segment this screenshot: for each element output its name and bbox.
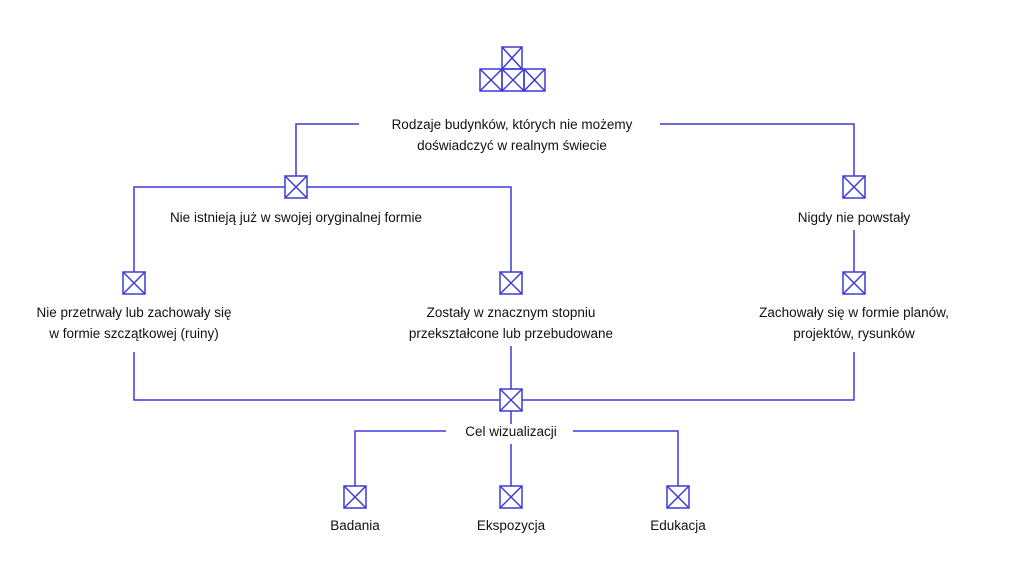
connector-lines — [133, 123, 855, 486]
node-icon-exhibition — [499, 485, 523, 509]
connector-root-right — [660, 123, 855, 176]
node-icon-ruins — [122, 271, 146, 295]
node-icon-never-built — [842, 175, 866, 199]
node-plans-line1: Zachowały się w formie planów, — [759, 305, 949, 320]
node-transformed-line2: przekształcone lub przebudowane — [408, 326, 614, 341]
node-never-built-label: Nigdy nie powstały — [797, 210, 911, 225]
node-icon-merge — [499, 388, 523, 412]
node-ruins-line1: Nie przetrwały lub zachowały się — [36, 305, 232, 320]
node-exhibition-label: Ekspozycja — [476, 518, 546, 533]
node-icon-education — [666, 485, 690, 509]
node-root-line1: Rodzaje budynków, których nie możemy — [391, 117, 633, 132]
node-icon-research — [343, 485, 367, 509]
connector-to-transformed — [307, 186, 512, 272]
node-ruins-label: Nie przetrwały lub zachowały się w formi… — [14, 302, 254, 344]
node-icon-no-longer-exist — [284, 175, 308, 199]
connector-ruins-merge — [133, 352, 500, 401]
node-root-label: Rodzaje budynków, których nie możemy doś… — [362, 114, 662, 156]
node-education-label: Edukacja — [650, 518, 706, 533]
connector-to-education — [573, 430, 679, 486]
node-icon-transformed — [499, 271, 523, 295]
node-research-label: Badania — [330, 518, 380, 533]
node-plans-label: Zachowały się w formie planów, projektów… — [724, 302, 984, 344]
node-root-line2: doświadczyć w realnym świecie — [417, 138, 607, 153]
node-icon-plans — [842, 271, 866, 295]
node-plans-line2: projektów, rysunków — [793, 326, 915, 341]
node-goal-label: Cel wizualizacji — [465, 424, 557, 439]
node-transformed-label: Zostały w znacznym stopniu przekształcon… — [381, 302, 641, 344]
connector-root-left — [295, 123, 359, 176]
connector-plans-merge — [522, 352, 855, 401]
connector-to-ruins — [133, 186, 285, 272]
node-ruins-line2: w formie szczątkowej (ruiny) — [49, 326, 219, 341]
node-transformed-line1: Zostały w znacznym stopniu — [426, 305, 596, 320]
connector-to-research — [354, 430, 446, 486]
stacked-crossed-boxes-logo — [479, 46, 546, 92]
node-no-longer-exist-label: Nie istnieją już w swojej oryginalnej fo… — [169, 210, 423, 225]
